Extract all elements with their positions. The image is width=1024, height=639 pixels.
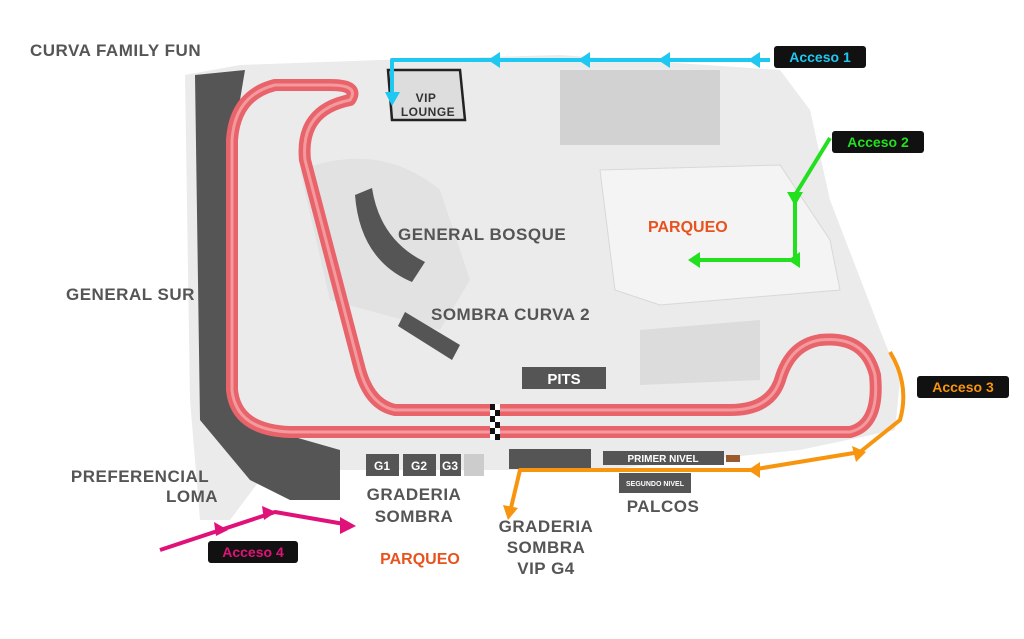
parqueo-north-label: PARQUEO [648,219,728,236]
finish-line-icon [490,404,500,440]
graderia-vip-label-3: VIP G4 [517,559,575,578]
graderia-vip-g4-stand [509,449,591,469]
sombra-curva-2-label: SOMBRA CURVA 2 [431,305,590,324]
svg-text:Acceso 3: Acceso 3 [932,379,994,395]
pits-label: PITS [547,371,580,388]
acceso-4-badge[interactable]: Acceso 4 [208,541,298,563]
preferencial-loma-label: PREFERENCIAL [71,467,209,486]
graderia-sombra-label: GRADERIA [367,485,462,504]
svg-text:Acceso 1: Acceso 1 [789,49,851,65]
acceso-3-badge[interactable]: Acceso 3 [917,376,1009,398]
general-bosque-label: GENERAL BOSQUE [398,225,566,244]
acceso-1-route [390,58,770,98]
stand-sombra-curva-2 [398,312,460,360]
segundo-nivel-label: SEGUNDO NIVEL [626,481,685,488]
general-sur-label: GENERAL SUR [66,285,195,304]
graderia-vip-label-2: SOMBRA [507,538,586,557]
svg-text:Acceso 2: Acceso 2 [847,134,909,150]
route-arrow-icons [214,52,866,536]
parqueo-south-label: PARQUEO [380,551,460,568]
track-inner-line [230,83,878,434]
palcos-label: PALCOS [627,497,700,516]
graderia-sombra-label-2: SOMBRA [375,507,454,526]
g2-label: G2 [411,459,427,473]
pits-box [522,367,606,389]
preferencial-loma-label-2: LOMA [166,487,218,506]
svg-text:Acceso 4: Acceso 4 [222,544,284,560]
g1-label: G1 [374,459,390,473]
vip-lounge [386,68,467,122]
g3-label: G3 [442,459,458,473]
acceso-2-badge[interactable]: Acceso 2 [832,131,924,153]
primer-nivel-label: PRIMER NIVEL [627,454,698,465]
acceso-2-route [700,136,832,262]
curva-family-fun-label: CURVA FAMILY FUN [30,41,201,60]
stand-general-bosque [355,188,425,282]
acceso-3-route [508,350,906,513]
vip-lounge-label-2: LOUNGE [401,105,455,119]
acceso-1-badge[interactable]: Acceso 1 [774,46,866,68]
graderia-vip-label: GRADERIA [499,517,594,536]
vip-lounge-label: VIP [416,91,437,105]
